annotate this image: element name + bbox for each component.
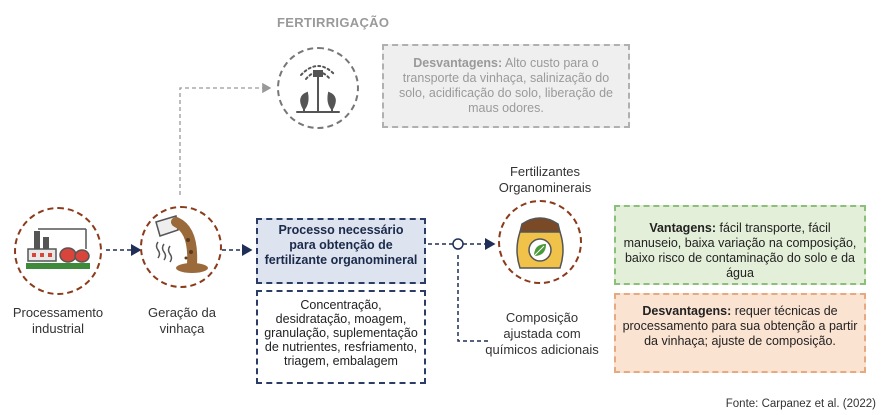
fertilizantes-circle: [498, 200, 582, 284]
arrow-to-fertirrigacao: [179, 82, 272, 195]
organomineral-desvantagens-label: Desvantagens:: [642, 304, 732, 318]
fertilizer-sack-icon: [516, 217, 564, 269]
fertilizantes-label: Fertilizantes Organominerais: [498, 164, 592, 195]
irrigation-icon: [296, 65, 340, 113]
arrow-composicao: [457, 252, 488, 342]
organomineral-desvantagens-box: Desvantagens: requer técnicas de process…: [614, 293, 866, 373]
geracao-label: Geração da vinhaça: [148, 305, 216, 336]
processamento-circle: [14, 207, 102, 295]
fertirrigacao-desvantagens-label: Desvantagens:: [413, 56, 503, 70]
factory-icon: [26, 228, 90, 269]
composicao-label: Composição ajustada com químicos adicion…: [485, 310, 599, 357]
fertirrigacao-circle: [277, 47, 359, 129]
fertirrigacao-desvantagens-text: Alto custo para o transporte da vinhaça,…: [398, 56, 614, 115]
etapas-box: Concentração, desidratação, moagem, gran…: [256, 290, 426, 384]
vantagens-text: fácil transporte, fácil manuseio, baixa …: [623, 221, 857, 280]
fertirrigacao-desvantagens-box: Desvantagens: Alto custo para o transpor…: [382, 44, 630, 128]
junction-node: [452, 238, 464, 250]
source-citation: Fonte: Carpanez et al. (2022): [725, 398, 876, 410]
geracao-circle: [140, 206, 222, 288]
processo-box: Processo necessário para obtenção de fer…: [256, 218, 426, 284]
vantagens-label: Vantagens:: [649, 221, 717, 235]
organomineral-desvantagens-text: requer técnicas de processamento para su…: [622, 304, 858, 348]
vantagens-box: Vantagens: fácil transporte, fácil manus…: [614, 205, 866, 285]
fertirrigacao-title: FERTIRRIGAÇÃO: [277, 15, 390, 30]
processamento-label: Processamento industrial: [12, 305, 104, 336]
pipe-outflow-icon: [155, 215, 208, 273]
